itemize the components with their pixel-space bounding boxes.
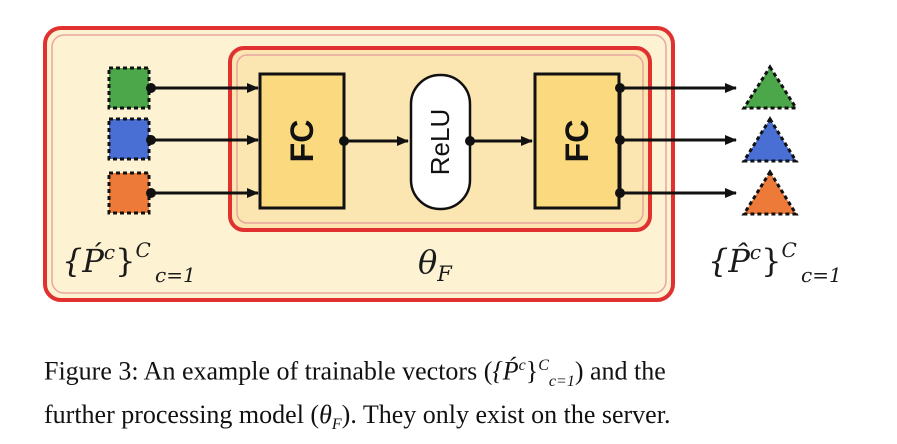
- input-vector-blue: [107, 117, 151, 161]
- fc-layer-left-label: FC: [284, 120, 320, 163]
- caption-set-sub: c=1: [548, 372, 575, 390]
- model-parameter-label: θF: [418, 243, 453, 286]
- caption-line1-suffix: ) and the: [574, 356, 666, 386]
- fc-layer-right: [533, 72, 621, 210]
- caption-set-sup-C: C: [538, 357, 549, 374]
- outer-server-box-inner-line: [51, 34, 667, 294]
- caption-theta-sub: F: [331, 416, 342, 434]
- caption-set-base: {Ṕ: [492, 356, 519, 386]
- input-set-label: {Ṕc}Cc=1: [62, 238, 196, 287]
- relu-label: ReLU: [425, 109, 455, 175]
- output-set-label: {P̂c}Cc=1: [708, 238, 842, 287]
- fc-layer-right-label: FC: [559, 120, 595, 163]
- figure-caption: Figure 3: An example of trainable vector…: [44, 349, 874, 441]
- caption-set-sup-c: c: [518, 357, 526, 374]
- caption-line2-suffix: ). They only exist on the server.: [341, 399, 671, 429]
- caption-line2-prefix: further processing model (: [44, 399, 320, 429]
- input-vector-green: [107, 66, 151, 110]
- input-vector-orange: [107, 171, 151, 215]
- caption-theta-base: θ: [319, 399, 332, 429]
- caption-set-close: }: [525, 356, 539, 386]
- output-vector-orange: [741, 169, 799, 216]
- model-diagram: FC ReLU FC {Ṕc}Cc=1 θF: [43, 26, 842, 302]
- caption-line1-prefix: Figure 3: An example of trainable vector…: [44, 356, 493, 386]
- output-vector-blue: [741, 116, 799, 163]
- output-vector-green: [741, 64, 799, 110]
